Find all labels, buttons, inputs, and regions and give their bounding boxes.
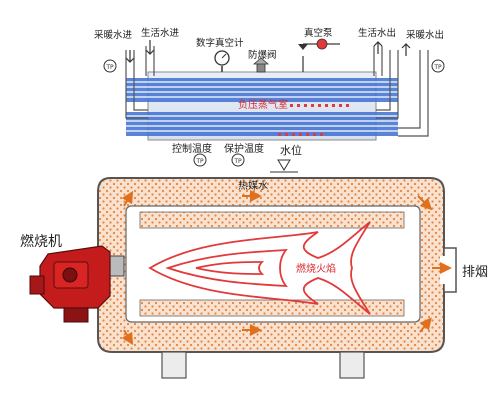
label-domestic-in: 生活水进 (141, 27, 180, 39)
label-explosion-valve: 防爆阀 (248, 49, 277, 61)
label-heating-return: 采暖水进 (94, 29, 133, 41)
tp-sensor-right: TP (431, 59, 445, 73)
vacuum-steam-drum (126, 71, 398, 141)
svg-text:TP: TP (105, 64, 114, 71)
svg-text:TP: TP (233, 158, 242, 165)
label-heating-out: 采暖水出 (406, 29, 444, 41)
label-domestic-out: 生活水出 (358, 27, 396, 39)
right-pipes (373, 46, 429, 137)
label-water-level: 水位 (280, 143, 302, 157)
label-vacuum-chamber: 负压蒸气室 (238, 98, 288, 111)
boiler-shell (97, 177, 457, 379)
label-exhaust: 排烟 (462, 265, 488, 280)
label-vacuum-pump: 真空泵 (304, 27, 333, 39)
left-pipes (125, 46, 155, 119)
tp-protect-temp: TP (231, 153, 245, 167)
tp-sensor-left: TP (103, 59, 117, 73)
label-heat-medium: 热媒水 (238, 179, 268, 192)
svg-text:TP: TP (433, 64, 442, 71)
label-burner: 燃烧机 (20, 233, 62, 250)
water-flow-arrows (121, 190, 452, 346)
steam-dots (278, 104, 349, 136)
pipe-flow-arrows (125, 40, 411, 63)
water-level-marker (270, 159, 298, 173)
vacuum-gauge-icon (214, 50, 230, 72)
vacuum-pump-icon (298, 38, 340, 72)
svg-text:TP: TP (195, 158, 204, 165)
label-control-temp: 控制温度 (172, 142, 212, 155)
flame-shape (148, 221, 371, 315)
label-vacuum-gauge: 数字真空计 (196, 37, 244, 49)
explosion-valve-icon (252, 57, 270, 73)
label-flame: 燃烧火焰 (296, 262, 336, 275)
label-protect-temp: 保护温度 (224, 142, 264, 155)
tp-control-temp: TP (193, 153, 207, 167)
heat-exchange-tubes (126, 78, 398, 136)
burner-icon (29, 245, 125, 323)
